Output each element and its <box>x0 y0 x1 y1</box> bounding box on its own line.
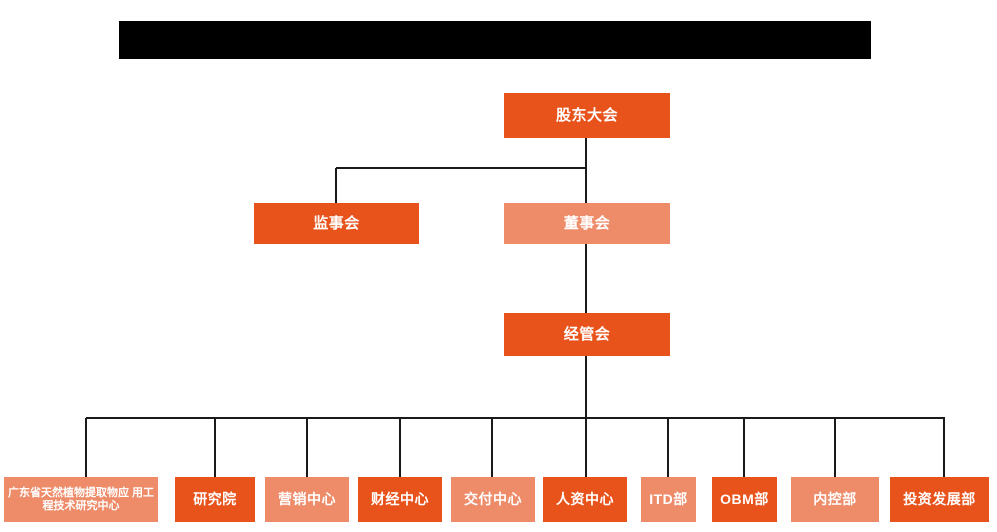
connector-drop-delivery-center <box>491 418 493 477</box>
node-label-marketing-center: 营销中心 <box>278 491 336 508</box>
node-label-management-committee: 经管会 <box>563 325 611 343</box>
connector-management-drop <box>585 356 587 419</box>
node-label-shareholders: 股东大会 <box>555 106 618 124</box>
node-label-research-institute: 研究院 <box>193 491 237 508</box>
node-label-obm-department: OBM部 <box>720 491 769 508</box>
node-label-finance-center: 财经中心 <box>371 491 429 508</box>
connector-directors-drop <box>585 168 587 203</box>
node-shareholders[interactable]: 股东大会 <box>504 93 670 138</box>
connector-drop-obm-department <box>743 418 745 477</box>
node-hr-center[interactable]: 人资中心 <box>543 477 627 522</box>
node-management-committee[interactable]: 经管会 <box>504 313 670 356</box>
connector-drop-gd-plant-extract-center <box>85 418 87 477</box>
connector-drop-finance-center <box>399 418 401 477</box>
node-label-hr-center: 人资中心 <box>556 491 614 508</box>
connector-drop-itd-department <box>667 418 669 477</box>
connector-drop-investment-development-department <box>943 418 945 477</box>
node-label-itd-department: ITD部 <box>649 491 688 508</box>
connector-drop-hr-center <box>585 418 587 477</box>
node-investment-development-department[interactable]: 投资发展部 <box>890 477 989 522</box>
connector-drop-marketing-center <box>306 418 308 477</box>
node-board-of-directors[interactable]: 董事会 <box>504 203 670 244</box>
node-label-supervisory-board: 监事会 <box>313 214 360 232</box>
connector-shareholders-drop <box>585 138 587 169</box>
node-label-investment-development-department: 投资发展部 <box>903 491 976 508</box>
connector-level2-bus <box>336 167 587 169</box>
node-label-gd-plant-extract-center: 广东省天然植物提取物应 用工程技术研究中心 <box>7 486 155 512</box>
node-label-delivery-center: 交付中心 <box>464 491 522 508</box>
node-delivery-center[interactable]: 交付中心 <box>451 477 535 522</box>
connector-level4-bus <box>86 417 945 419</box>
connector-supervisory-drop <box>335 168 337 203</box>
node-marketing-center[interactable]: 营销中心 <box>265 477 349 522</box>
connector-drop-internal-control-department <box>834 418 836 477</box>
node-label-internal-control-department: 内控部 <box>813 491 857 508</box>
connector-drop-research-institute <box>214 418 216 477</box>
node-gd-plant-extract-center[interactable]: 广东省天然植物提取物应 用工程技术研究中心 <box>4 477 158 522</box>
node-supervisory-board[interactable]: 监事会 <box>254 203 419 244</box>
node-research-institute[interactable]: 研究院 <box>175 477 255 522</box>
node-itd-department[interactable]: ITD部 <box>641 477 696 522</box>
redacted-title-bar <box>119 21 871 59</box>
node-finance-center[interactable]: 财经中心 <box>358 477 442 522</box>
node-label-board-of-directors: 董事会 <box>563 214 611 232</box>
connector-directors-to-management <box>585 244 587 313</box>
node-internal-control-department[interactable]: 内控部 <box>791 477 879 522</box>
node-obm-department[interactable]: OBM部 <box>712 477 777 522</box>
